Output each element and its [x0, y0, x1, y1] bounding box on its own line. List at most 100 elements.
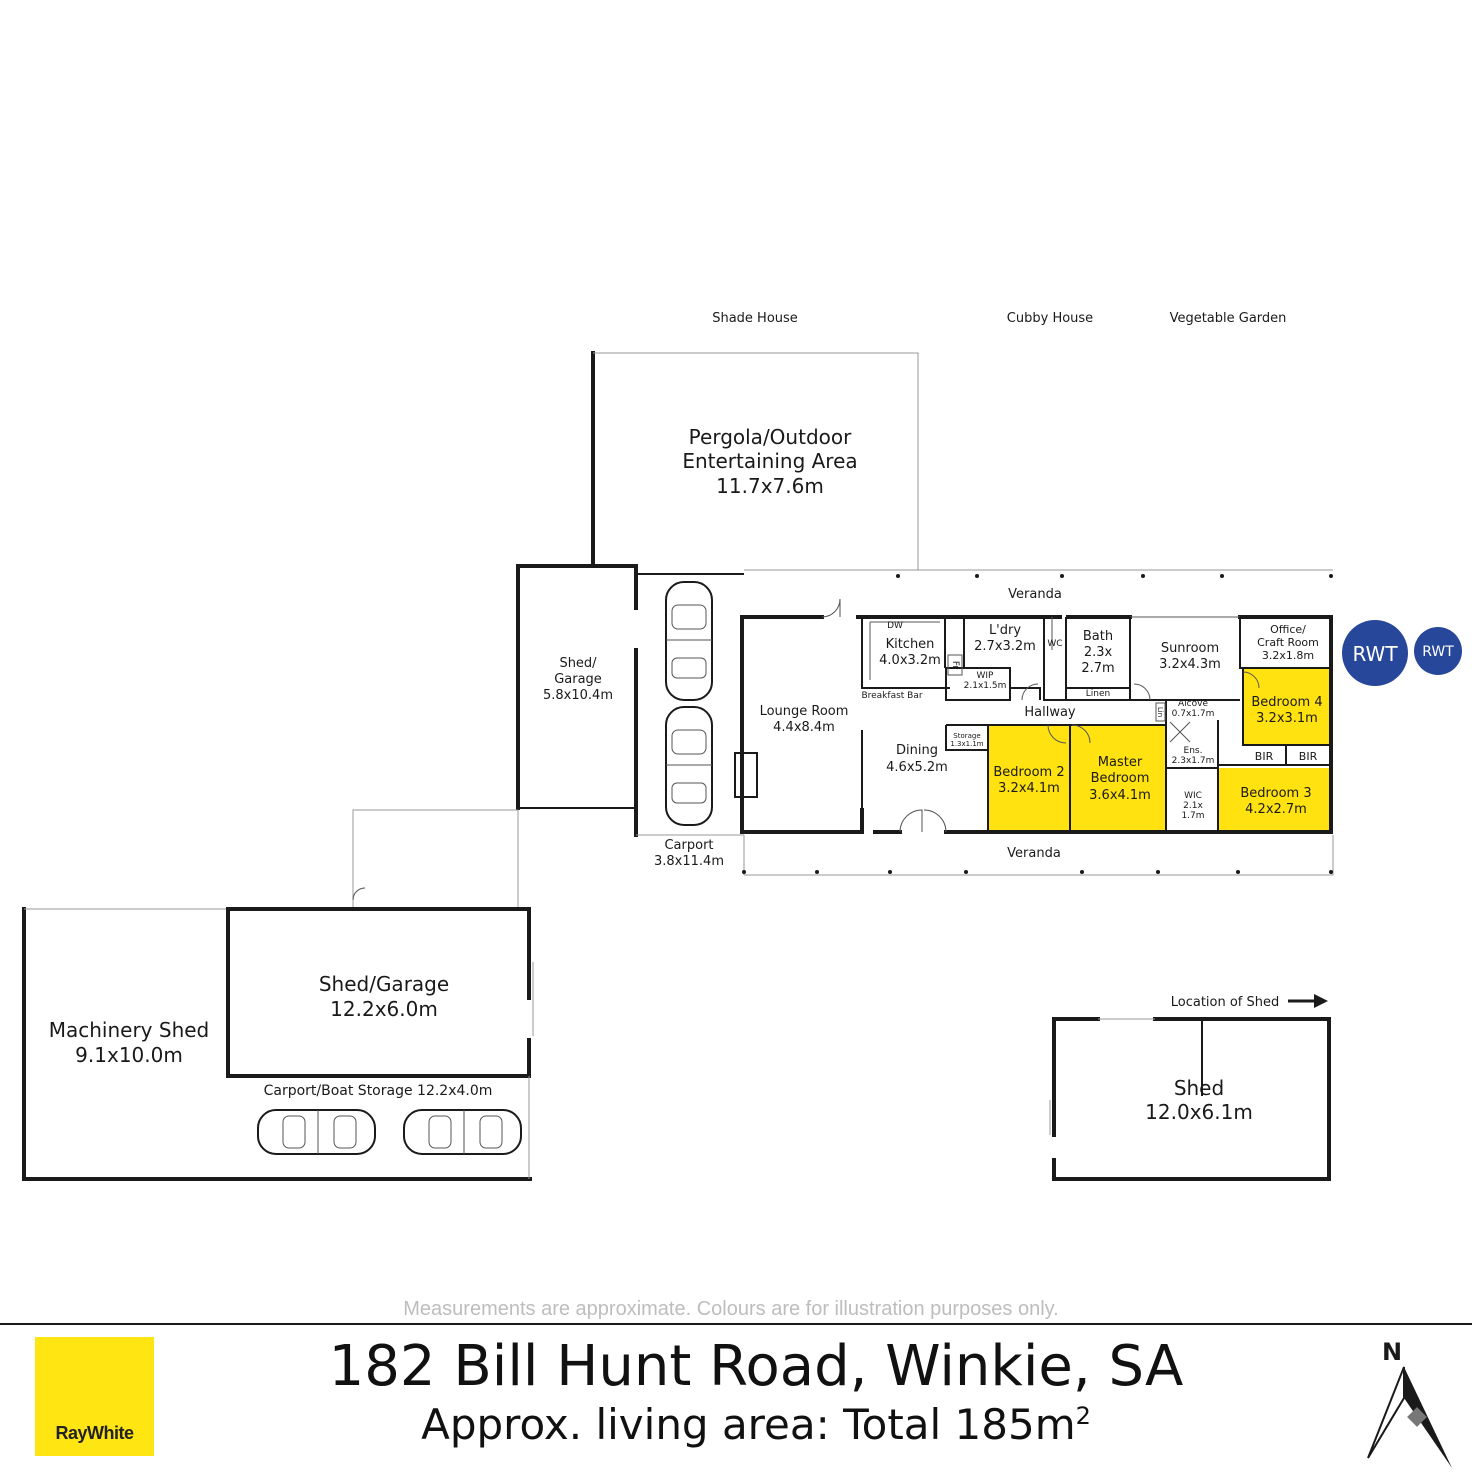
car-icon: [665, 581, 713, 701]
fridge-box: [947, 654, 963, 676]
linen-label: Linen: [1086, 689, 1110, 699]
veranda-bottom-label: Veranda: [1007, 846, 1061, 861]
carport: Carport 3.8x11.4m: [636, 573, 744, 869]
bir-label-2: BIR: [1299, 750, 1318, 763]
carport-label: Carport: [664, 838, 713, 853]
ensuite-label: Ens.: [1184, 746, 1203, 756]
carport-boat-storage: Carport/Boat Storage 12.2x4.0m: [257, 1076, 530, 1179]
breakfast-bar-label: Breakfast Bar: [861, 691, 922, 701]
rwt-label-1: RWT: [1352, 642, 1398, 666]
small-shed-garage: Shed/ Garage 5.8x10.4m: [516, 564, 638, 837]
laundry-label: L'dry: [989, 623, 1021, 638]
sunroom-label: Sunroom: [1161, 641, 1219, 656]
rwt-label-2: RWT: [1422, 644, 1454, 660]
dishwasher-label: DW: [887, 621, 903, 631]
office-dimensions: 3.2x1.8m: [1262, 649, 1314, 662]
bedroom-3-dimensions: 4.2x2.7m: [1245, 802, 1307, 817]
wic-dimensions-2: 1.7m: [1181, 811, 1204, 821]
bath-label: Bath: [1083, 629, 1113, 644]
car-icon: [257, 1109, 376, 1155]
ensuite-dimensions: 2.3x1.7m: [1172, 756, 1215, 766]
wip-dimensions: 2.1x1.5m: [964, 681, 1007, 691]
shed-label: Shed: [1174, 1076, 1224, 1100]
fridge-label: Fr: [950, 661, 960, 670]
machinery-shed-label: Machinery Shed: [49, 1018, 210, 1042]
bath-dimensions-1: 2.3x: [1084, 645, 1113, 660]
laundry-dimensions: 2.7x3.2m: [974, 639, 1036, 654]
north-label: N: [1382, 1338, 1402, 1366]
pergola-dimensions: 11.7x7.6m: [716, 474, 824, 498]
pergola-label-2: Entertaining Area: [682, 449, 857, 473]
property-address: 182 Bill Hunt Road, Winkie, SA: [328, 1334, 1184, 1399]
bedroom-3-label: Bedroom 3: [1240, 786, 1311, 801]
large-shed-dimensions: 12.2x6.0m: [330, 997, 438, 1021]
kitchen-dimensions: 4.0x3.2m: [879, 653, 941, 668]
car-icon: [665, 706, 713, 826]
veranda-top: Veranda: [744, 569, 1333, 602]
fireplace-icon: [734, 752, 758, 798]
machinery-shed: Machinery Shed 9.1x10.0m: [22, 809, 532, 1181]
bedroom-2-label: Bedroom 2: [993, 765, 1064, 780]
lounge-dimensions: 4.4x8.4m: [773, 720, 835, 735]
small-shed-dimensions: 5.8x10.4m: [543, 688, 613, 703]
machinery-shed-dimensions: 9.1x10.0m: [75, 1043, 183, 1067]
storage-dimensions: 1.3x1.1m: [950, 740, 983, 748]
logo-text: RayWhite: [55, 1423, 134, 1443]
master-bedroom-dimensions: 3.6x4.1m: [1089, 788, 1151, 803]
disclaimer: Measurements are approximate. Colours ar…: [403, 1298, 1059, 1320]
living-area-text: Approx. living area: Total 185m: [421, 1400, 1076, 1449]
dining-dimensions: 4.6x5.2m: [886, 760, 948, 775]
large-shed-label: Shed/Garage: [319, 972, 449, 996]
linen-cupboard: [1155, 702, 1166, 722]
door-swings: [821, 598, 1260, 833]
house-walls: [734, 615, 1333, 834]
carport-boat-label: Carport/Boat Storage 12.2x4.0m: [264, 1083, 493, 1099]
kitchen-bench: [869, 621, 940, 680]
master-bedroom-fill: [1070, 725, 1167, 832]
bedroom-4-label: Bedroom 4: [1251, 695, 1322, 710]
lin-label: Lin: [1156, 707, 1164, 717]
hallway-label: Hallway: [1024, 705, 1076, 720]
arrow-right-icon: [1314, 994, 1328, 1008]
veranda-bottom: Veranda: [742, 835, 1334, 876]
veranda-top-label: Veranda: [1008, 587, 1062, 602]
cubby-house-label: Cubby House: [1007, 311, 1093, 326]
small-shed-label-2: Garage: [554, 672, 602, 687]
wip-label: WIP: [977, 671, 995, 681]
bedroom-2-fill: [988, 725, 1070, 832]
pergola-label-1: Pergola/Outdoor: [689, 425, 852, 449]
shade-house-label: Shade House: [712, 311, 798, 326]
storage-label: Storage: [953, 732, 980, 740]
dining-label: Dining: [896, 743, 938, 758]
bath-dimensions-2: 2.7m: [1081, 661, 1114, 676]
shower-icon: [1169, 721, 1191, 743]
bedroom-3-fill: [1218, 768, 1329, 832]
master-bedroom-label-2: Bedroom: [1091, 771, 1150, 786]
shed-dimensions: 12.0x6.1m: [1145, 1100, 1253, 1124]
carport-dimensions: 3.8x11.4m: [654, 854, 724, 869]
location-of-shed: Location of Shed: [1171, 994, 1328, 1010]
wic-label: WIC: [1184, 791, 1202, 801]
rainwater-tank-1: RWT: [1342, 620, 1408, 686]
sunroom-dimensions: 3.2x4.3m: [1159, 657, 1221, 672]
living-area-superscript: 2: [1075, 1402, 1091, 1430]
master-bedroom-label-1: Master: [1098, 755, 1143, 770]
shed-12x6: Shed 12.0x6.1m: [1049, 1017, 1331, 1181]
bir-label-1: BIR: [1255, 750, 1274, 763]
rainwater-tank-2: RWT: [1414, 627, 1462, 675]
car-icon: [403, 1109, 522, 1155]
pergola: Pergola/Outdoor Entertaining Area 11.7x7…: [591, 351, 919, 570]
alcove-dimensions: 0.7x1.7m: [1172, 709, 1215, 719]
kitchen-label: Kitchen: [886, 637, 935, 652]
living-area: Approx. living area: Total 185m2: [0, 1400, 1472, 1449]
office-label-1: Office/: [1270, 623, 1306, 636]
small-shed-label-1: Shed/: [559, 656, 597, 671]
wic-dimensions-1: 2.1x: [1183, 801, 1203, 811]
raywhite-logo: RayWhite: [35, 1337, 154, 1456]
large-shed-garage: Shed/Garage 12.2x6.0m: [226, 907, 534, 1078]
bedroom-2-dimensions: 3.2x4.1m: [998, 781, 1060, 796]
vegetable-garden-label: Vegetable Garden: [1170, 311, 1287, 326]
lounge-label: Lounge Room: [760, 704, 849, 719]
alcove-label: Alcove: [1178, 699, 1208, 709]
